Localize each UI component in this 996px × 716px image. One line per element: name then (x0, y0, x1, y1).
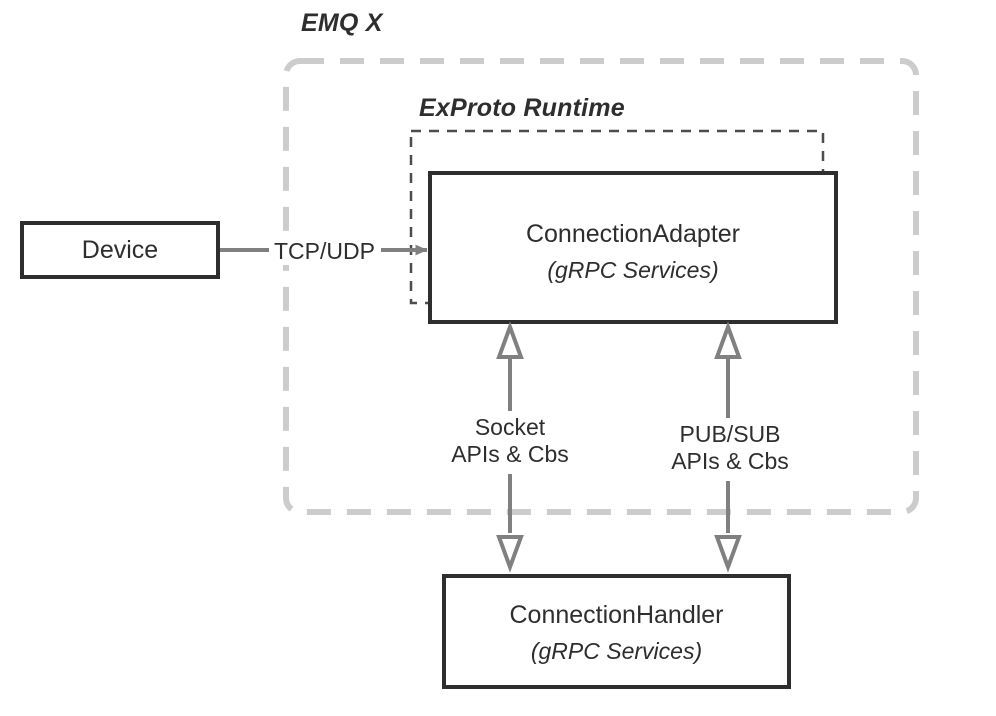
edge-label-pubsub-apis: PUB/SUB APIs & Cbs (666, 421, 794, 476)
node-title-connection-adapter: ConnectionAdapter (525, 220, 741, 248)
node-label-device: Device (22, 236, 218, 265)
arrowhead-socket-down (496, 535, 524, 573)
group-boundary-exproto (409, 129, 825, 305)
group-label-emqx: EMQ X (301, 9, 383, 37)
arrowhead-pubsub-down (714, 535, 742, 573)
node-box-device (20, 221, 220, 279)
group-boundary-emqx (283, 58, 919, 515)
edge-label-pubsub-line1: PUB/SUB (679, 421, 781, 447)
node-box-connection-adapter (428, 171, 838, 324)
node-title-connection-handler: ConnectionHandler (509, 601, 724, 629)
edge-label-socket-apis: Socket APIs & Cbs (446, 414, 574, 469)
node-label-connection-handler: ConnectionHandler (gRPC Services) (444, 601, 789, 665)
node-subtitle-connection-handler: (gRPC Services) (530, 638, 703, 664)
edge-label-pubsub-line2: APIs & Cbs (671, 448, 789, 475)
node-label-connection-adapter: ConnectionAdapter (gRPC Services) (430, 220, 836, 284)
arrowhead-socket-up (496, 321, 524, 359)
node-box-connection-handler (442, 574, 791, 689)
group-label-exproto: ExProto Runtime (419, 94, 625, 122)
edge-label-socket-line2: APIs & Cbs (451, 441, 569, 468)
node-subtitle-connection-adapter: (gRPC Services) (547, 257, 719, 283)
arrowhead-pubsub-up (714, 321, 742, 359)
node-title-device: Device (81, 236, 159, 264)
edge-label-tcp-udp: TCP/UDP (269, 238, 380, 266)
edge-label-socket-line1: Socket (474, 414, 546, 440)
